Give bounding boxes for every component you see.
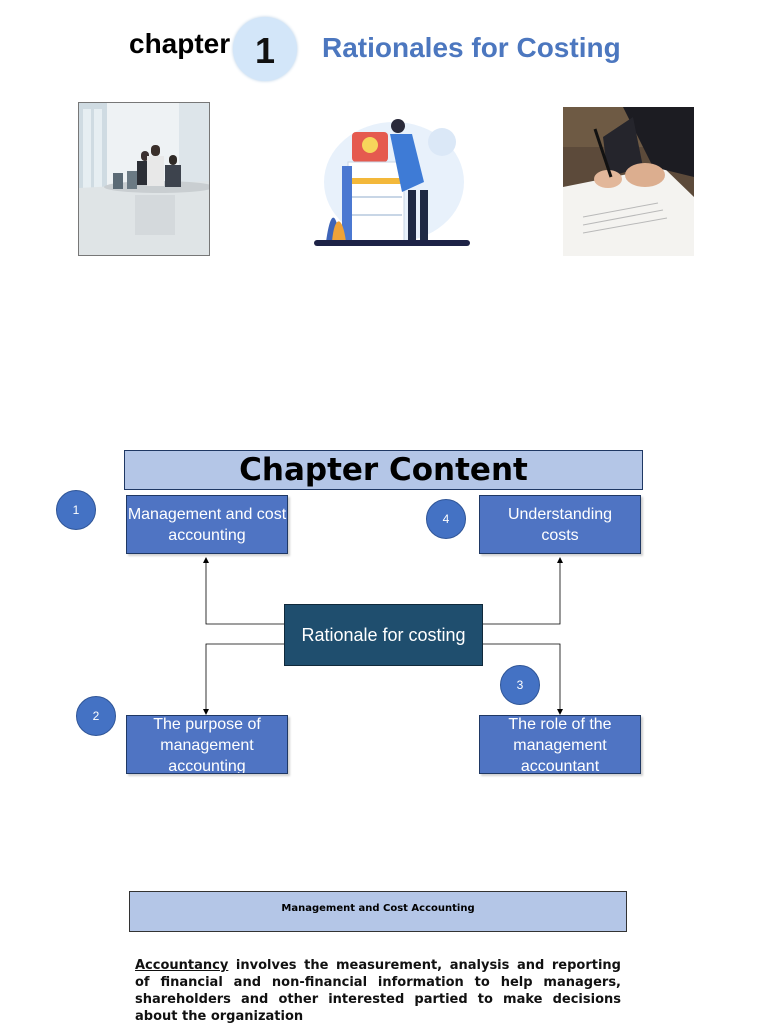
chapter-content-title: Chapter Content: [239, 452, 528, 488]
section-title: Management and Cost Accounting: [281, 903, 475, 914]
definition-paragraph: Accountancy involves the measurement, an…: [135, 957, 621, 1025]
node-purpose-management-accounting: The purpose of management accounting: [126, 715, 288, 774]
definition-body: involves the measurement, analysis and r…: [135, 958, 621, 1024]
section-banner: [129, 891, 627, 932]
chapter-number: 1: [254, 30, 276, 71]
connector-to-node-3: [483, 643, 561, 712]
node-label: Understanding costs: [507, 505, 613, 544]
definition-term: Accountancy: [135, 958, 229, 973]
number-badge-3: 3: [500, 665, 540, 705]
center-node-rationale: Rationale for costing: [284, 604, 483, 666]
node-label: The role of the management accountant: [508, 716, 612, 774]
number-badge-2: 2: [76, 696, 116, 736]
connector-to-node-1: [205, 560, 284, 625]
node-role-management-accountant: The role of the management accountant: [479, 715, 641, 774]
node-understanding-costs: Understanding costs: [479, 495, 641, 554]
connector-to-node-4: [483, 560, 561, 625]
filing-cabinet-illustration: [312, 112, 472, 252]
node-label: The purpose of management accounting: [153, 716, 261, 774]
number-badge-4: 4: [426, 499, 466, 539]
chapter-content-banner: [124, 450, 643, 490]
number-badge-1: 1: [56, 490, 96, 530]
chapter-title: Rationales for Costing: [322, 32, 621, 63]
signing-document-photo: [563, 107, 694, 256]
node-management-cost-accounting: Management and cost accounting: [126, 495, 288, 554]
connector-to-node-2: [205, 643, 284, 712]
node-label: Management and cost accounting: [127, 505, 287, 544]
meeting-room-photo: [78, 102, 210, 256]
chapter-number-circle: [233, 17, 297, 81]
chapter-label: chapter: [129, 28, 231, 59]
